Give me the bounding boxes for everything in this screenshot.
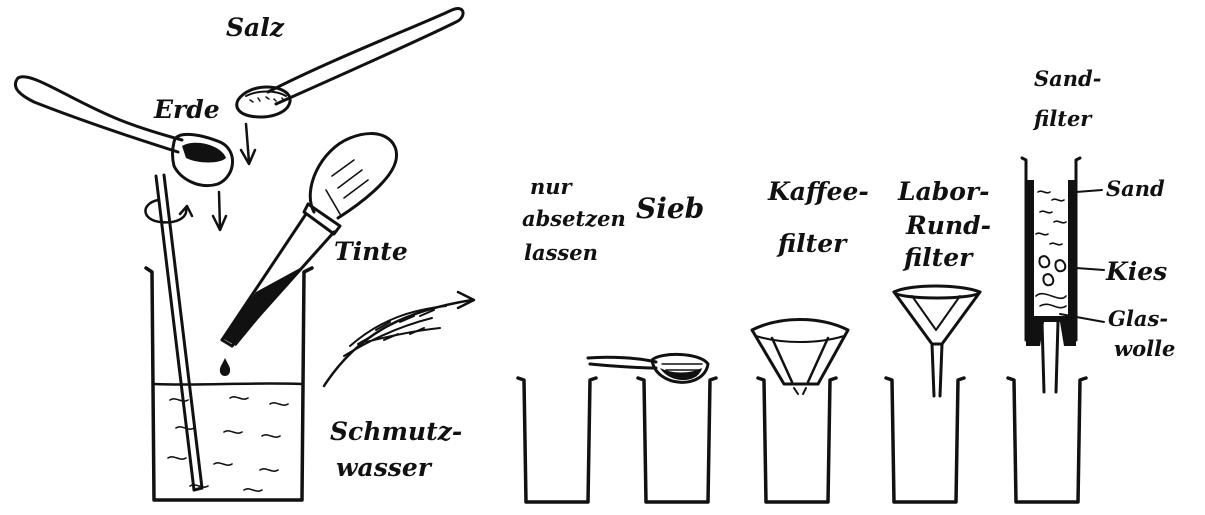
label-gravel: Kies — [1105, 257, 1167, 286]
label-round-filter-2: Rund- — [905, 211, 991, 240]
beaker-sieve — [638, 378, 716, 502]
salt-arrow — [241, 124, 255, 164]
label-sand-filter-1: Sand- — [1034, 66, 1101, 91]
label-sieve: Sieb — [636, 192, 704, 225]
soil-arrow — [213, 192, 226, 230]
label-settle-1: nur — [530, 174, 574, 199]
sieve — [588, 354, 708, 382]
stirring-rod — [156, 175, 202, 490]
sand-filter-leaders — [1060, 190, 1104, 322]
beaker-coffee-filter — [758, 378, 836, 502]
label-sand: Sand — [1106, 176, 1165, 201]
reed-sketch — [324, 292, 474, 386]
label-settle-3: lassen — [524, 240, 598, 265]
soil-spoon — [15, 77, 232, 186]
label-glass-wool-1: Glas- — [1108, 306, 1168, 331]
coffee-filter — [752, 320, 848, 395]
label-coffee-filter-2: filter — [776, 229, 848, 258]
funnel-round-filter — [894, 286, 980, 396]
label-salt: Salz — [226, 13, 285, 42]
label-ink: Tinte — [334, 237, 408, 266]
label-soil: Erde — [153, 95, 220, 124]
label-sand-filter-2: filter — [1032, 106, 1093, 131]
beaker-sand-filter — [1008, 378, 1086, 502]
label-coffee-filter-1: Kaffee- — [767, 177, 869, 206]
sand-filter-column — [1022, 158, 1080, 392]
label-settle-2: absetzen — [522, 206, 626, 231]
label-round-filter-3: filter — [902, 243, 974, 272]
beaker-settle — [518, 378, 596, 502]
label-glass-wool-2: wolle — [1114, 336, 1175, 361]
label-round-filter-1: Labor- — [897, 177, 989, 206]
label-dirty-water-1: Schmutz- — [330, 417, 462, 446]
beaker-round-filter — [886, 378, 964, 502]
label-dirty-water-2: wasser — [336, 453, 433, 482]
